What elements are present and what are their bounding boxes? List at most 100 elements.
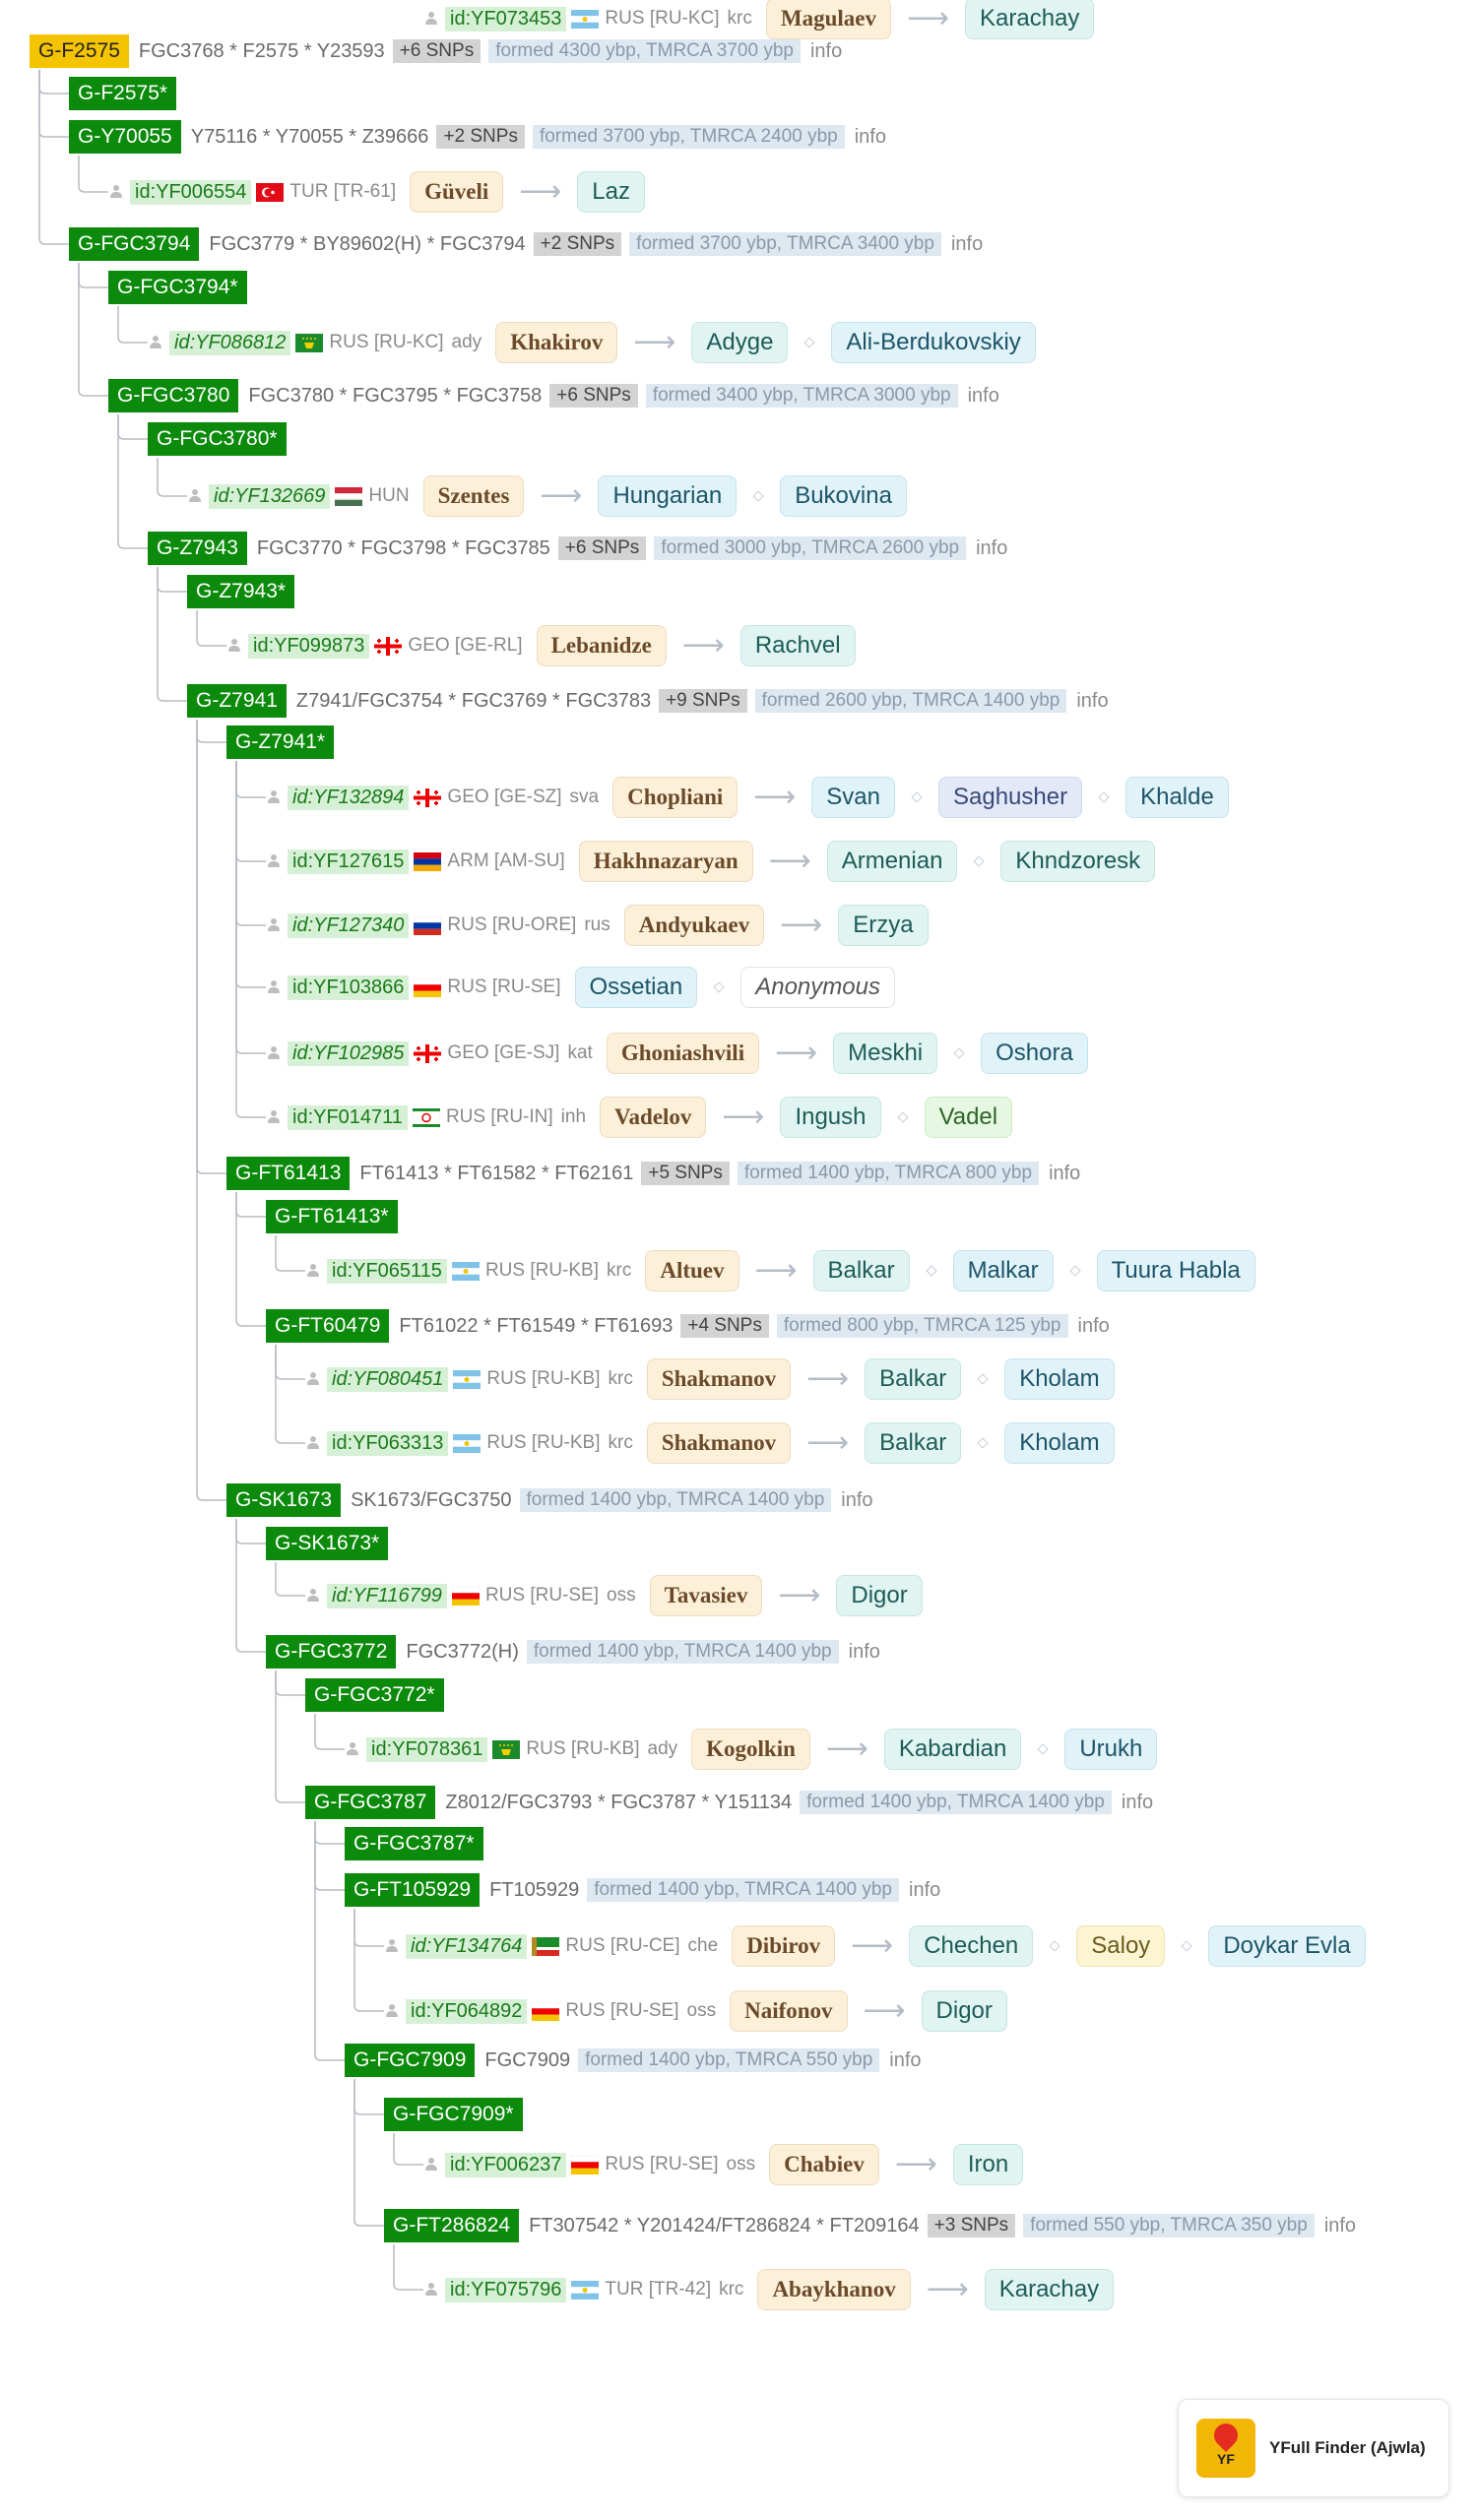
ethnicity-tag[interactable]: Doykar Evla	[1208, 1925, 1366, 1967]
ethnicity-tag[interactable]: Khndzoresk	[1000, 841, 1156, 882]
haplogroup-label[interactable]: G-FGC3794*	[108, 271, 247, 304]
kit-id-link[interactable]: id:YF014711	[288, 1104, 408, 1130]
snp-count-badge[interactable]: +2 SNPs	[436, 125, 525, 149]
kit-id-link[interactable]: id:YF099873	[248, 633, 370, 659]
ethnicity-tag[interactable]: Saloy	[1076, 1925, 1166, 1967]
ethnicity-tag[interactable]: Erzya	[838, 905, 929, 946]
snp-count-badge[interactable]: +2 SNPs	[533, 232, 622, 256]
kit-id-link[interactable]: id:YF065115	[327, 1258, 447, 1284]
snp-count-badge[interactable]: +9 SNPs	[659, 689, 747, 713]
snp-count-badge[interactable]: +4 SNPs	[680, 1314, 769, 1338]
kit-id-link[interactable]: id:YF086812	[169, 330, 291, 355]
haplogroup-label[interactable]: G-FT105929	[345, 1873, 481, 1907]
ethnicity-tag[interactable]: Chechen	[909, 1925, 1034, 1967]
info-link[interactable]: info	[909, 1878, 941, 1901]
surname-tag[interactable]: Abaykhanov	[757, 2269, 911, 2310]
ethnicity-tag[interactable]: Digor	[836, 1575, 923, 1616]
surname-tag[interactable]: Magulaev	[765, 0, 891, 39]
haplogroup-label[interactable]: G-SK1673	[226, 1483, 342, 1517]
ethnicity-tag[interactable]: Kholam	[1004, 1422, 1115, 1464]
kit-id-link[interactable]: id:YF063313	[327, 1430, 449, 1456]
ethnicity-tag[interactable]: Kabardian	[883, 1729, 1022, 1770]
info-link[interactable]: info	[889, 2048, 922, 2071]
surname-tag[interactable]: Güveli	[410, 171, 504, 213]
haplogroup-label[interactable]: G-FT60479	[266, 1309, 390, 1343]
haplogroup-label[interactable]: G-Z7941*	[226, 725, 335, 759]
surname-tag[interactable]: Chopliani	[612, 777, 738, 818]
ethnicity-tag[interactable]: Digor	[921, 1990, 1007, 2032]
ethnicity-tag[interactable]: Adyge	[691, 322, 789, 363]
kit-id-link[interactable]: id:YF080451	[327, 1366, 449, 1392]
haplogroup-label[interactable]: G-FGC7909	[345, 2044, 476, 2077]
surname-tag[interactable]: Altuev	[645, 1250, 739, 1292]
surname-tag[interactable]: Szentes	[422, 475, 525, 517]
snp-count-badge[interactable]: +6 SNPs	[549, 384, 638, 408]
kit-id-link[interactable]: id:YF064892	[406, 1998, 528, 2024]
snp-count-badge[interactable]: +3 SNPs	[927, 2214, 1016, 2237]
surname-tag[interactable]: Hakhnazaryan	[578, 841, 753, 882]
haplogroup-label[interactable]: G-FGC3780*	[148, 422, 287, 456]
haplogroup-label[interactable]: G-FGC3772	[266, 1635, 397, 1669]
snp-count-badge[interactable]: +6 SNPs	[392, 39, 482, 63]
surname-tag[interactable]: Vadelov	[600, 1097, 707, 1138]
ethnicity-tag[interactable]: Bukovina	[780, 475, 907, 517]
haplogroup-label[interactable]: G-F2575	[30, 34, 129, 68]
info-link[interactable]: info	[976, 536, 1008, 559]
ethnicity-tag[interactable]: Balkar	[865, 1422, 962, 1464]
ethnicity-tag[interactable]: Balkar	[865, 1358, 962, 1400]
surname-tag[interactable]: Khakirov	[495, 322, 618, 363]
kit-id-link[interactable]: id:YF134764	[406, 1933, 528, 1959]
yfull-finder-badge[interactable]: YF YFull Finder (Ajwla)	[1178, 2399, 1449, 2497]
ethnicity-tag[interactable]: Balkar	[812, 1250, 910, 1292]
info-link[interactable]: info	[841, 1488, 873, 1511]
haplogroup-label[interactable]: G-FGC3787*	[345, 1827, 483, 1860]
kit-id-link[interactable]: id:YF116799	[327, 1583, 447, 1608]
surname-tag[interactable]: Shakmanov	[646, 1358, 792, 1400]
kit-id-link[interactable]: id:YF102985	[288, 1040, 410, 1066]
haplogroup-label[interactable]: G-Z7943*	[187, 575, 295, 608]
info-link[interactable]: info	[854, 125, 886, 148]
info-link[interactable]: info	[950, 232, 984, 255]
info-link[interactable]: info	[1049, 1162, 1081, 1184]
info-link[interactable]: info	[1121, 1791, 1154, 1813]
surname-tag[interactable]: Naifonov	[730, 1990, 848, 2032]
haplogroup-label[interactable]: G-FT61413	[226, 1157, 351, 1190]
ethnicity-tag[interactable]: Malkar	[952, 1250, 1054, 1292]
ethnicity-tag[interactable]: Ingush	[780, 1097, 881, 1138]
surname-tag[interactable]: Shakmanov	[646, 1422, 792, 1464]
haplogroup-label[interactable]: G-FGC7909*	[384, 2098, 523, 2131]
kit-id-link[interactable]: id:YF132669	[209, 483, 331, 509]
kit-id-link[interactable]: id:YF132894	[288, 785, 410, 810]
ethnicity-tag[interactable]: Karachay	[965, 0, 1095, 39]
ethnicity-tag[interactable]: Tuura Habla	[1096, 1250, 1255, 1292]
ethnicity-tag[interactable]: Armenian	[826, 841, 958, 882]
kit-id-link[interactable]: id:YF075796	[445, 2277, 567, 2302]
ethnicity-tag[interactable]: Ali-Berdukovskiy	[831, 322, 1036, 363]
surname-tag[interactable]: Dibirov	[732, 1925, 836, 1967]
haplogroup-label[interactable]: G-Z7941	[187, 684, 287, 718]
ethnicity-tag[interactable]: Oshora	[981, 1033, 1088, 1074]
surname-tag[interactable]: Chabiev	[769, 2144, 879, 2185]
haplogroup-label[interactable]: G-FGC3772*	[305, 1678, 444, 1712]
ethnicity-tag[interactable]: Svan	[811, 777, 895, 818]
haplogroup-label[interactable]: G-Y70055	[69, 120, 181, 154]
kit-id-link[interactable]: id:YF006554	[130, 179, 252, 205]
surname-tag[interactable]: Kogolkin	[691, 1729, 810, 1770]
ethnicity-tag[interactable]: Vadel	[924, 1097, 1013, 1138]
ethnicity-tag[interactable]: Hungarian	[598, 475, 738, 517]
haplogroup-label[interactable]: G-FGC3780	[108, 379, 239, 412]
ethnicity-tag[interactable]: Saghusher	[938, 777, 1083, 818]
kit-id-link[interactable]: id:YF127340	[288, 913, 410, 938]
kit-id-link[interactable]: id:YF103866	[288, 975, 410, 1000]
kit-id-link[interactable]: id:YF006237	[445, 2152, 567, 2177]
info-link[interactable]: info	[848, 1640, 880, 1663]
surname-tag[interactable]: Tavasiev	[649, 1575, 763, 1616]
info-link[interactable]: info	[1323, 2214, 1357, 2236]
haplogroup-label[interactable]: G-FGC3787	[305, 1786, 436, 1819]
surname-tag[interactable]: Lebanidze	[536, 625, 667, 666]
snp-count-badge[interactable]: +5 SNPs	[641, 1162, 730, 1185]
haplogroup-label[interactable]: G-FT286824	[384, 2209, 520, 2242]
ethnicity-tag[interactable]: Khalde	[1125, 777, 1229, 818]
haplogroup-label[interactable]: G-Z7943	[148, 532, 247, 565]
ethnicity-tag[interactable]: Karachay	[984, 2269, 1115, 2310]
